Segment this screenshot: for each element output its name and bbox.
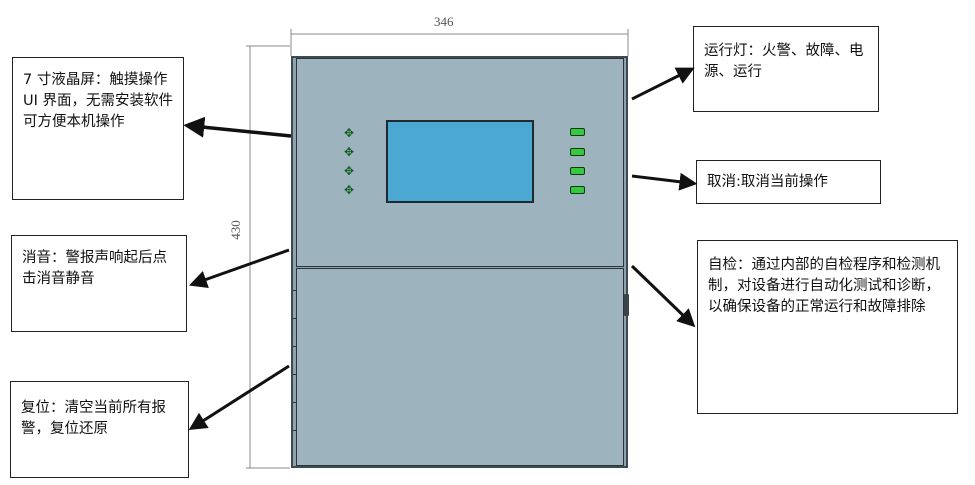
fault-led [570, 148, 585, 156]
hinge-tick [293, 290, 296, 291]
power-led [570, 167, 585, 175]
hinge-tick [293, 402, 296, 403]
cross-arrow-icon[interactable]: ✥ [343, 164, 355, 178]
fire-alarm-led [570, 128, 585, 136]
lower-door-panel [296, 268, 624, 466]
hinge-tick [293, 430, 296, 431]
hinge-tick [293, 318, 296, 319]
cross-arrow-icon[interactable]: ✥ [343, 183, 355, 197]
touchscreen-display[interactable] [386, 120, 534, 203]
note-reset: 复位：清空当前所有报警，复位还原 [10, 381, 189, 478]
note-indicators: 运行灯：火警、故障、电源、运行 [693, 26, 879, 112]
width-dimension-label: 346 [434, 14, 454, 29]
run-led [570, 186, 585, 194]
hinge-tick [293, 346, 296, 347]
note-selftest: 自检：通过内部的自检程序和检测机制，对设备进行自动化测试和诊断，以确保设备的正常… [697, 240, 958, 414]
cross-arrow-icon[interactable]: ✥ [343, 126, 355, 140]
note-cancel: 取消:取消当前操作 [696, 160, 881, 204]
note-silence: 消音：警报声响起后点击消音静音 [11, 235, 187, 332]
cross-arrow-icon[interactable]: ✥ [343, 145, 355, 159]
hinge-tick [293, 374, 296, 375]
door-latch[interactable] [624, 294, 629, 316]
